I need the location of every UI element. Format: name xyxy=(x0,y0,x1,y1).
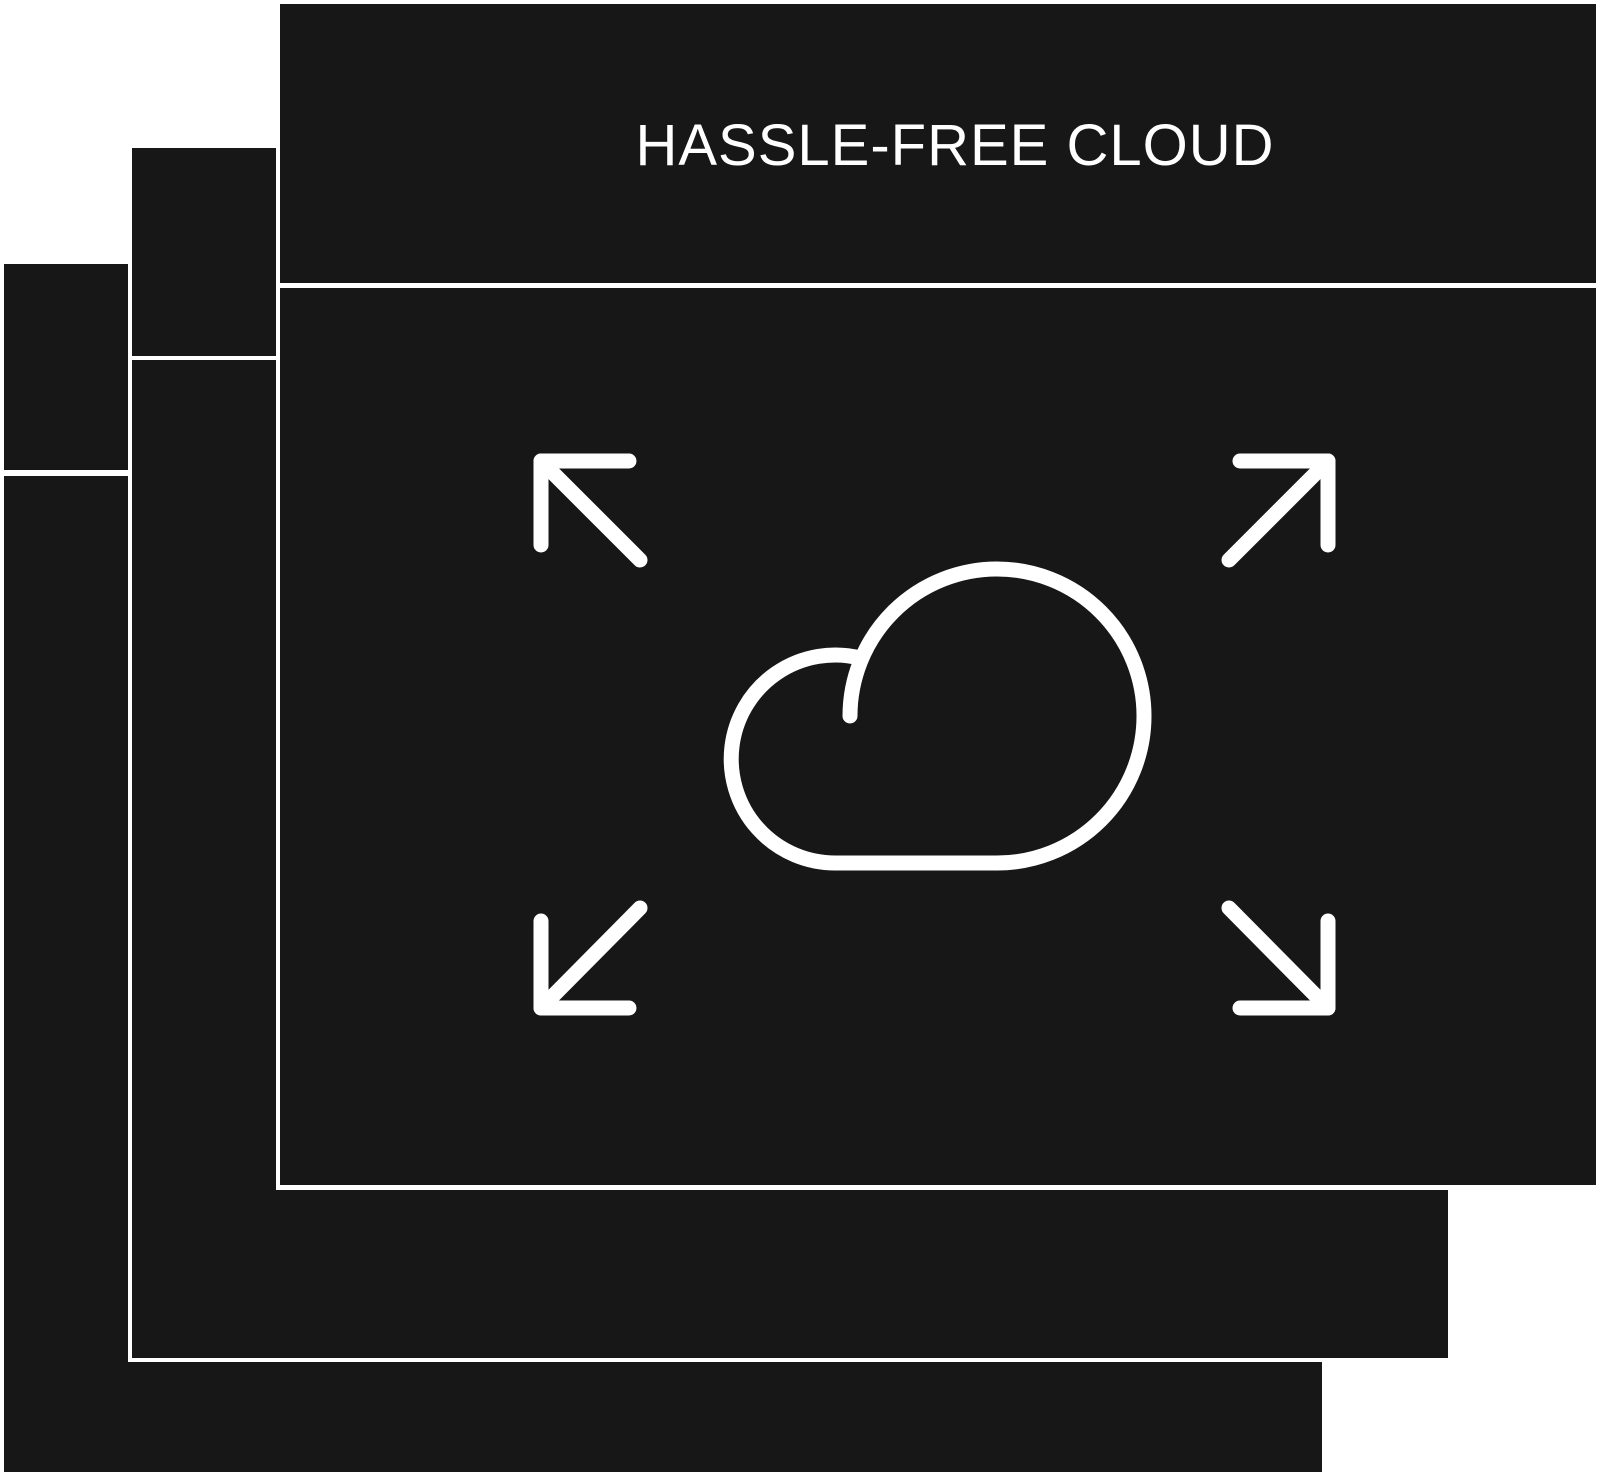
page-title: HASSLE-FREE CLOUD xyxy=(635,112,1275,178)
middle-card-header xyxy=(132,148,276,356)
back-card-header xyxy=(4,264,128,470)
front-card-body xyxy=(280,288,1596,1185)
arrow-down-right-icon xyxy=(1221,900,1336,1016)
cloud-icon xyxy=(723,561,1152,871)
back-card-divider xyxy=(4,472,128,475)
arrow-up-right-icon xyxy=(1221,453,1336,568)
arrow-down-left-icon xyxy=(533,900,648,1016)
front-card-header xyxy=(280,4,1596,283)
arrow-up-left-icon xyxy=(533,453,648,568)
